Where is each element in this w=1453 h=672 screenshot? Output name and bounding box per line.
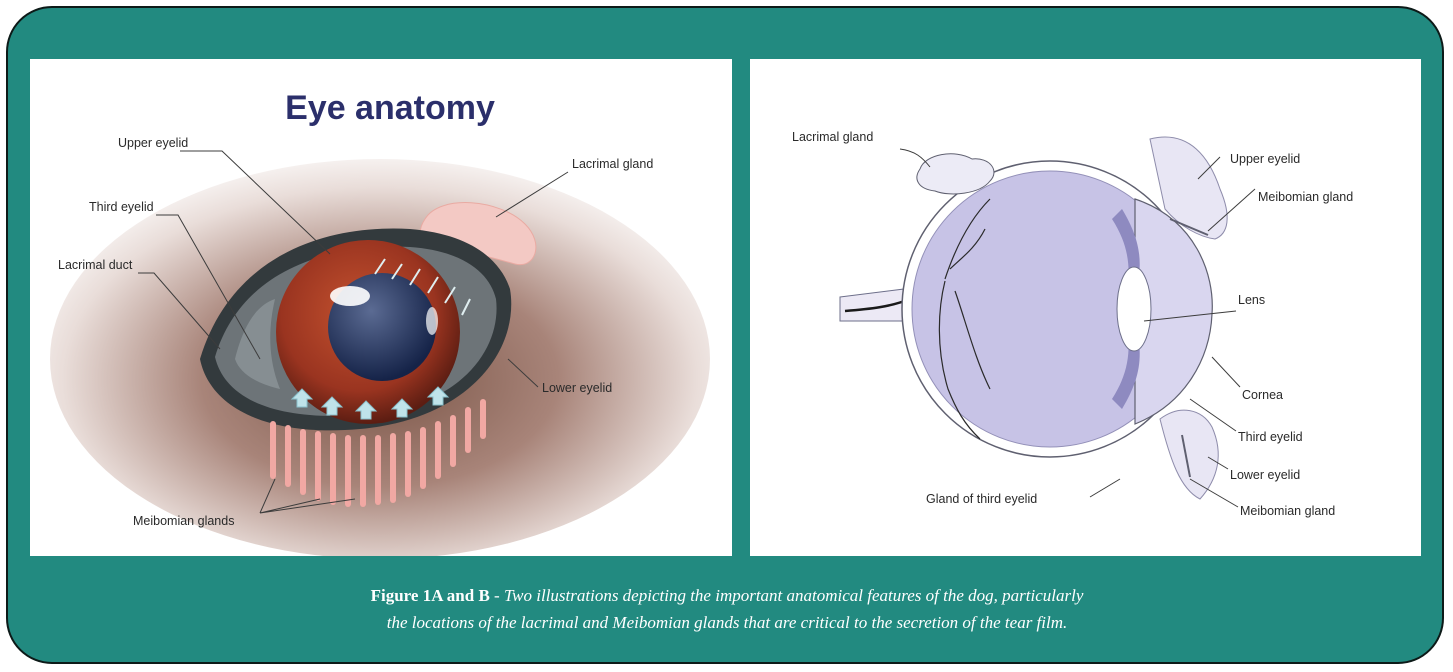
caption-figure-label: Figure 1A and B — [371, 586, 490, 605]
eye-cross-section-illustration: Lacrimal gland Upper eyelid Meibomian gl… — [750, 59, 1421, 556]
lower-eyelid-shape — [1160, 410, 1218, 499]
eye-highlight-small — [426, 307, 438, 335]
label-meibomian-gland-bottom: Meibomian gland — [1240, 504, 1335, 518]
lens-shape — [1117, 267, 1151, 351]
label-lacrimal-duct: Lacrimal duct — [58, 258, 133, 272]
figure-b-panel: Lacrimal gland Upper eyelid Meibomian gl… — [750, 59, 1421, 556]
eye-anatomy-illustration: Eye anatomy Upper eyelid Third eyelid La… — [30, 59, 732, 556]
eye-highlight — [330, 286, 370, 306]
label-lower-eyelid-b: Lower eyelid — [1230, 468, 1300, 482]
label-meibomian-glands: Meibomian glands — [133, 514, 234, 528]
figure-a-title: Eye anatomy — [285, 89, 495, 127]
caption-text-line-1: Two illustrations depicting the importan… — [504, 586, 1083, 605]
label-lens: Lens — [1238, 293, 1265, 307]
label-third-eyelid: Third eyelid — [89, 200, 154, 214]
label-third-eyelid-b: Third eyelid — [1238, 430, 1303, 444]
figure-caption: Figure 1A and B - Two illustrations depi… — [48, 582, 1406, 636]
caption-line-1: Figure 1A and B - Two illustrations depi… — [48, 582, 1406, 609]
label-cornea: Cornea — [1242, 388, 1283, 402]
label-lacrimal-gland-b: Lacrimal gland — [792, 130, 873, 144]
label-lower-eyelid: Lower eyelid — [542, 381, 612, 395]
caption-text-line-2: the locations of the lacrimal and Meibom… — [48, 609, 1406, 636]
label-meibomian-gland-top: Meibomian gland — [1258, 190, 1353, 204]
leader-cornea — [1212, 357, 1240, 387]
leader-gland-third-eyelid — [1090, 479, 1120, 497]
label-upper-eyelid-b: Upper eyelid — [1230, 152, 1300, 166]
label-gland-third-eyelid: Gland of third eyelid — [926, 492, 1037, 506]
caption-separator: - — [490, 586, 504, 605]
figure-a-panel: Eye anatomy Upper eyelid Third eyelid La… — [30, 59, 732, 556]
label-upper-eyelid: Upper eyelid — [118, 136, 188, 150]
lacrimal-gland-shape — [917, 154, 994, 194]
figure-frame: Eye anatomy Upper eyelid Third eyelid La… — [6, 6, 1444, 664]
label-lacrimal-gland: Lacrimal gland — [572, 157, 653, 171]
